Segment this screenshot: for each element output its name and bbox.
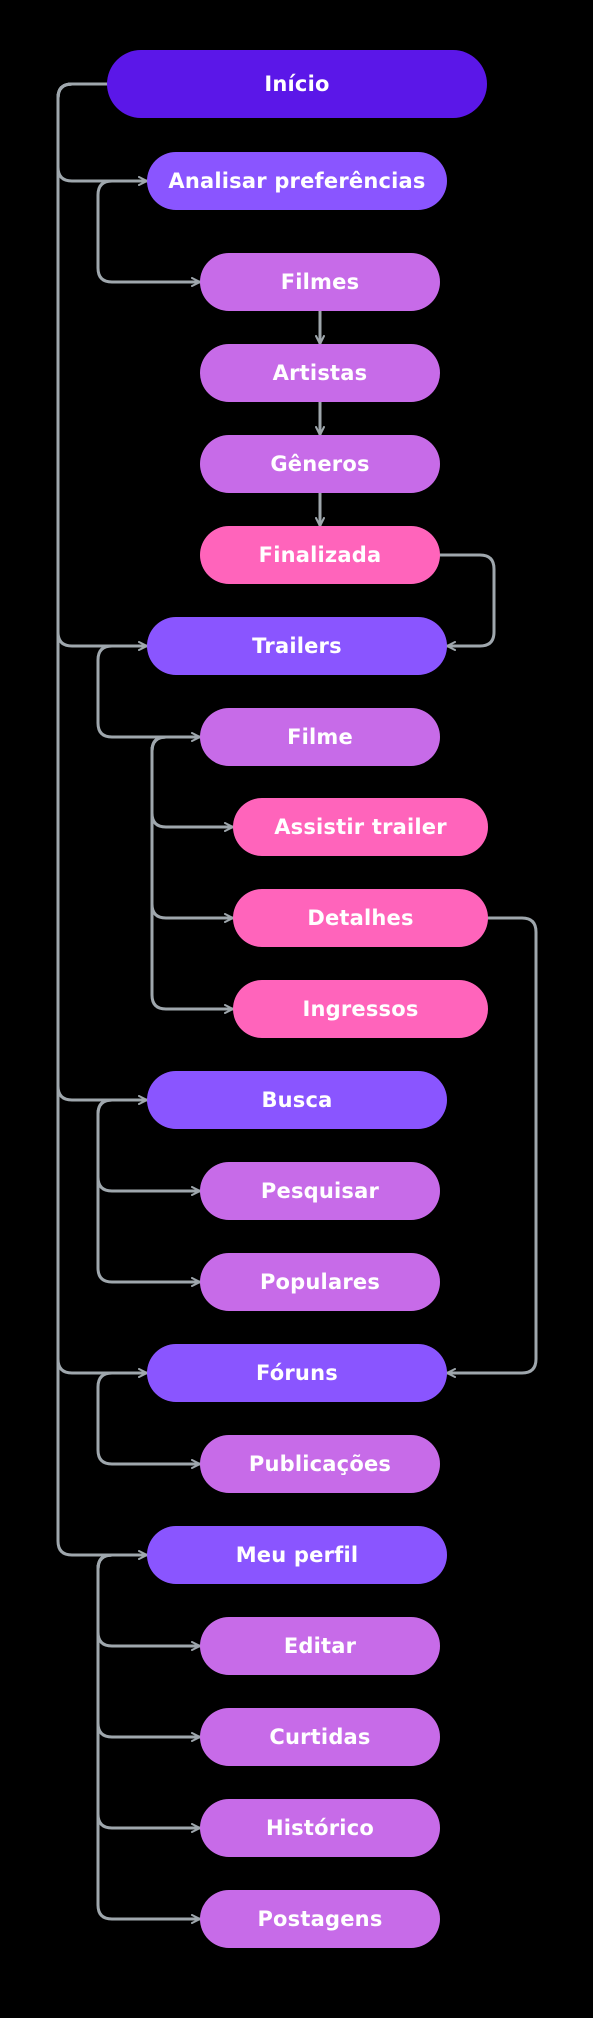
connector-inicio-to-perfil bbox=[56, 82, 149, 1560]
node-meu-perfil[interactable]: Meu perfil bbox=[147, 1526, 447, 1584]
connector-filme-to-ingressos bbox=[150, 735, 235, 1014]
node-generos[interactable]: Gêneros bbox=[200, 435, 440, 493]
connector-trailers-to-filme bbox=[96, 644, 202, 742]
node-curtidas[interactable]: Curtidas bbox=[200, 1708, 440, 1766]
node-publicacoes[interactable]: Publicações bbox=[200, 1435, 440, 1493]
connector-analisar-to-filmes bbox=[96, 179, 202, 287]
node-artistas[interactable]: Artistas bbox=[200, 344, 440, 402]
node-editar[interactable]: Editar bbox=[200, 1617, 440, 1675]
node-ingressos[interactable]: Ingressos bbox=[233, 980, 488, 1038]
node-trailers[interactable]: Trailers bbox=[147, 617, 447, 675]
connector-perfil-to-postagens bbox=[96, 1553, 202, 1924]
node-detalhes[interactable]: Detalhes bbox=[233, 889, 488, 947]
connector-busca-to-populares bbox=[96, 1098, 202, 1287]
connector-inicio-to-trailers bbox=[56, 82, 149, 651]
node-finalizada[interactable]: Finalizada bbox=[200, 526, 440, 584]
node-analisar-preferencias[interactable]: Analisar preferências bbox=[147, 152, 447, 210]
node-historico[interactable]: Histórico bbox=[200, 1799, 440, 1857]
node-pesquisar[interactable]: Pesquisar bbox=[200, 1162, 440, 1220]
connector-finalizada-to-trailers bbox=[438, 553, 496, 651]
node-postagens[interactable]: Postagens bbox=[200, 1890, 440, 1948]
connector-detalhes-to-foruns bbox=[445, 916, 538, 1378]
connector-inicio-to-busca bbox=[56, 82, 149, 1105]
node-busca[interactable]: Busca bbox=[147, 1071, 447, 1129]
node-filmes[interactable]: Filmes bbox=[200, 253, 440, 311]
node-assistir-trailer[interactable]: Assistir trailer bbox=[233, 798, 488, 856]
node-filme[interactable]: Filme bbox=[200, 708, 440, 766]
connector-perfil-to-historico bbox=[96, 1553, 202, 1833]
connector-foruns-to-publicacoes bbox=[96, 1371, 202, 1469]
node-foruns[interactable]: Fóruns bbox=[147, 1344, 447, 1402]
node-populares[interactable]: Populares bbox=[200, 1253, 440, 1311]
node-inicio[interactable]: Início bbox=[107, 50, 487, 118]
